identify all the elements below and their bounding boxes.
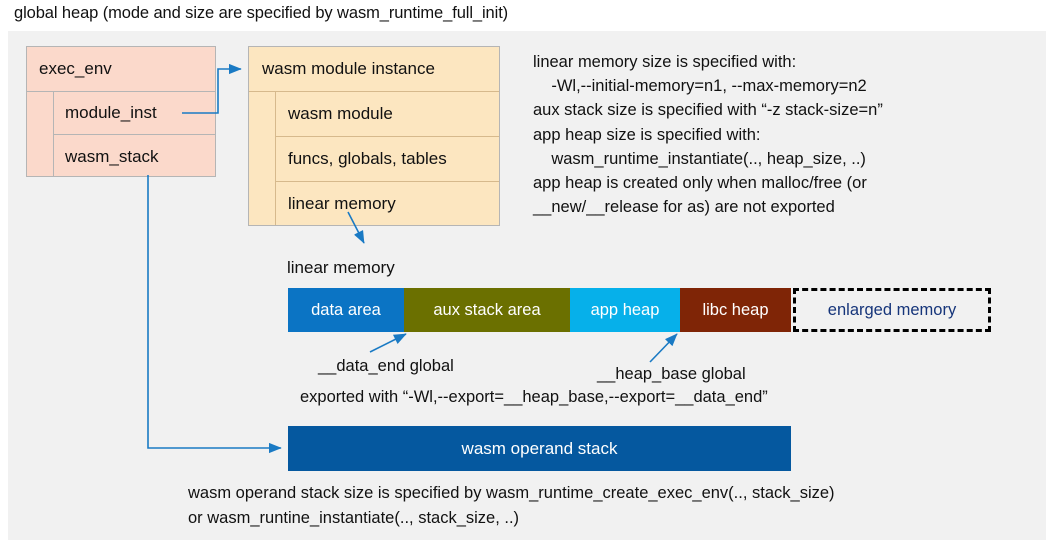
- configuration-notes: linear memory size is specified with: -W…: [533, 53, 883, 217]
- memory-segment-libc-heap: libc heap: [680, 288, 791, 332]
- wasm-module-instance-box: wasm module instance wasm module funcs, …: [248, 46, 500, 226]
- memory-segment-enlarged-memory: enlarged memory: [793, 288, 991, 332]
- callout-heap-base: __heap_base global: [597, 365, 746, 383]
- page-title: global heap (mode and size are specified…: [14, 4, 509, 22]
- exec-env-box: exec_env module_inst wasm_stack: [26, 46, 216, 177]
- operand-stack-note: wasm operand stack size is specified by …: [188, 484, 835, 527]
- wasm-operand-stack-box: wasm operand stack: [288, 426, 791, 471]
- wasm-module-instance-row-linear-memory: linear memory: [288, 193, 396, 213]
- wasm-module-instance-row-wasm-module: wasm module: [276, 92, 499, 137]
- exec-env-row-module-inst: module_inst: [54, 92, 215, 135]
- exec-env-header: exec_env: [27, 47, 215, 92]
- exec-env-gutter: [27, 92, 54, 176]
- wasm-module-instance-header: wasm module instance: [249, 47, 499, 92]
- callout-exported-with: exported with “-Wl,--export=__heap_base,…: [300, 388, 768, 406]
- memory-segment-app-heap: app heap: [570, 288, 680, 332]
- linear-memory-label: linear memory: [287, 258, 395, 277]
- memory-segment-data-area: data area: [288, 288, 404, 332]
- wasm-module-instance-gutter: [249, 92, 276, 225]
- callout-data-end: __data_end global: [318, 357, 454, 375]
- wasm-module-instance-row-funcs-globals-tables: funcs, globals, tables: [276, 137, 499, 182]
- memory-segment-aux-stack-area: aux stack area: [404, 288, 570, 332]
- exec-env-row-wasm-stack: wasm_stack: [65, 146, 159, 166]
